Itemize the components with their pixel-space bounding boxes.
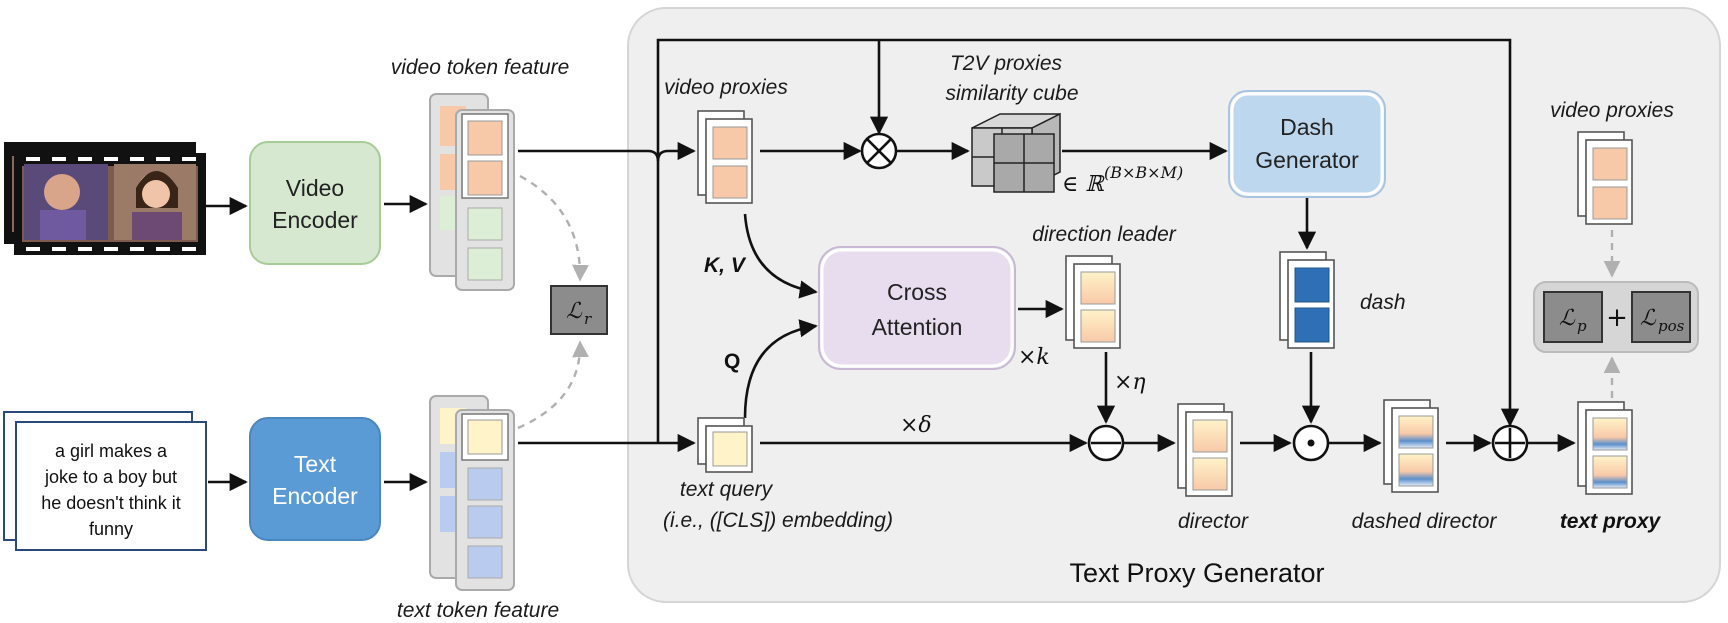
text-sentence-card: a girl makes a joke to a boy but he does… <box>3 411 207 551</box>
text-query-label-line-2: (i.e., ([CLS]) embedding) <box>663 509 893 532</box>
dash-generator-line-2: Generator <box>1255 147 1359 173</box>
direction-leader-stack <box>1065 255 1121 349</box>
video-proxies-label: video proxies <box>664 76 788 99</box>
sentence-line-2: joke to a boy but <box>44 467 177 487</box>
dash-label: dash <box>1360 291 1406 314</box>
sentence-line-1: a girl makes a <box>55 441 168 461</box>
loss-p-main: ℒ <box>1559 306 1576 331</box>
kv-label: K, V <box>704 254 747 277</box>
dashed-director-stack <box>1383 399 1439 493</box>
q-arrow <box>743 319 818 419</box>
similarity-cube <box>971 112 1061 193</box>
times-k-label: ×k <box>1018 345 1050 370</box>
kv-arrow <box>743 213 818 299</box>
director-stack <box>1177 403 1233 497</box>
cube-dims-label: (B×B×M) <box>1104 163 1183 182</box>
loss-r-box: ℒ r <box>550 285 608 335</box>
text-query-stack <box>697 417 753 473</box>
text-proxy-generator-panel <box>627 7 1721 603</box>
text-token-feature-label: text token feature <box>397 599 559 622</box>
add-operator <box>1491 424 1529 462</box>
loss-r-main: ℒ <box>566 299 583 324</box>
cross-attention-line-1: Cross <box>887 279 947 305</box>
right-video-proxies-label: video proxies <box>1550 99 1674 122</box>
t2v-label-line-2: similarity cube <box>945 82 1078 105</box>
text-query-label-line-1: text query <box>680 478 774 501</box>
dot-product-operator <box>1292 424 1330 462</box>
loss-p-pos-box: ℒ p + ℒ pos <box>1533 281 1699 353</box>
video-token-feature-label: video token feature <box>391 56 570 79</box>
loss-plus: + <box>1606 303 1628 333</box>
sentence-line-4: funny <box>89 519 133 539</box>
text-proxy-label: text proxy <box>1560 510 1662 533</box>
loss-pos-main: ℒ <box>1640 306 1657 331</box>
text-encoder-block: Text Encoder <box>249 417 381 541</box>
multiply-operator <box>860 132 898 170</box>
video-proxies-stack <box>697 110 753 204</box>
video-token-feature-stack <box>429 93 515 291</box>
cross-attention-block: Cross Attention <box>818 246 1016 370</box>
dash-generator-line-1: Dash <box>1280 114 1334 140</box>
video-encoder-block: Video Encoder <box>249 141 381 265</box>
direction-leader-label: direction leader <box>1032 223 1177 246</box>
video-encoder-line-2: Encoder <box>272 207 358 233</box>
sentence-line-3: he doesn't think it <box>41 493 181 513</box>
cube-space-label: ∈ ℝ <box>1062 172 1105 197</box>
skip-connection-line <box>656 38 1520 443</box>
cross-attention-line-2: Attention <box>872 314 963 340</box>
dashed-director-label: dashed director <box>1352 510 1498 533</box>
video-frames-icon <box>4 142 206 255</box>
text-encoder-line-1: Text <box>294 451 337 477</box>
dash-stack <box>1279 251 1335 349</box>
director-label: director <box>1178 510 1249 533</box>
panel-title: Text Proxy Generator <box>1069 558 1324 588</box>
loss-r-sub: r <box>584 310 592 328</box>
loss-p-sub: p <box>1577 317 1587 335</box>
dash-generator-block: Dash Generator <box>1228 90 1386 198</box>
times-delta-label: ×δ <box>900 413 932 438</box>
text-encoder-line-2: Encoder <box>272 483 358 509</box>
text-token-feature-stack <box>429 395 515 591</box>
loss-pos-sub: pos <box>1658 317 1685 335</box>
t2v-label-line-1: T2V proxies <box>950 52 1063 75</box>
video-to-loss-dashed-arrow <box>519 174 589 282</box>
times-eta-label: ×η <box>1114 370 1146 395</box>
video-encoder-line-1: Video <box>286 175 344 201</box>
right-video-proxies-stack <box>1577 131 1633 225</box>
subtract-operator <box>1087 424 1125 462</box>
q-label: Q <box>724 350 740 373</box>
text-to-loss-dashed-arrow <box>517 340 589 430</box>
text-proxy-stack <box>1577 401 1633 495</box>
